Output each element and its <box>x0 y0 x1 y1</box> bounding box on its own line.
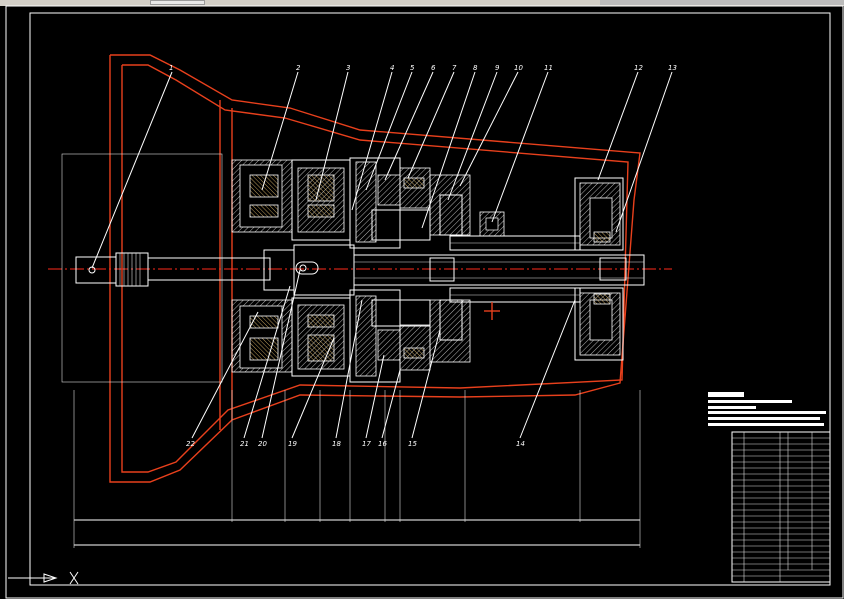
leader-lines-top <box>91 71 673 269</box>
clutch-pack-middle <box>291 159 351 377</box>
part-label-6: 6 <box>431 64 436 72</box>
technical-requirements-block <box>708 392 826 426</box>
part-label-7: 7 <box>452 64 457 72</box>
part-number-labels-top: 1 2 3 4 5 6 7 8 9 10 11 12 13 <box>169 64 677 72</box>
part-number-labels-bottom: 22 21 20 19 18 17 16 15 14 <box>186 440 525 448</box>
part-label-11: 11 <box>544 64 553 72</box>
part-label-1: 1 <box>169 64 173 72</box>
part-label-22: 22 <box>186 440 195 448</box>
part-label-18: 18 <box>332 440 341 448</box>
envelope-rect <box>61 153 223 383</box>
toolbar-panel <box>600 0 844 5</box>
leader-lines-bottom <box>191 269 576 439</box>
input-shaft <box>75 244 355 296</box>
clutch-pack-left <box>231 159 293 373</box>
inner-frame <box>29 12 831 586</box>
part-label-17: 17 <box>362 440 371 448</box>
toolbar-tab[interactable] <box>150 0 205 5</box>
part-label-9: 9 <box>495 64 500 72</box>
part-label-12: 12 <box>634 64 643 72</box>
outer-border <box>5 5 844 599</box>
part-label-15: 15 <box>408 440 417 448</box>
ucs-icon <box>8 571 79 585</box>
part-label-10: 10 <box>514 64 523 72</box>
part-label-14: 14 <box>516 440 525 448</box>
part-label-3: 3 <box>346 64 350 72</box>
dimension-lines <box>73 390 641 548</box>
part-label-20: 20 <box>258 440 267 448</box>
right-bearing-housing <box>574 177 624 361</box>
part-label-8: 8 <box>473 64 478 72</box>
app-toolbar-strip <box>0 0 844 6</box>
part-label-4: 4 <box>390 64 394 72</box>
part-label-2: 2 <box>296 64 301 72</box>
part-label-13: 13 <box>668 64 677 72</box>
planetary-gearset <box>349 157 505 383</box>
part-label-5: 5 <box>410 64 415 72</box>
parts-list-table <box>731 431 831 583</box>
part-label-19: 19 <box>288 440 297 448</box>
part-label-21: 21 <box>240 440 249 448</box>
part-label-16: 16 <box>378 440 387 448</box>
